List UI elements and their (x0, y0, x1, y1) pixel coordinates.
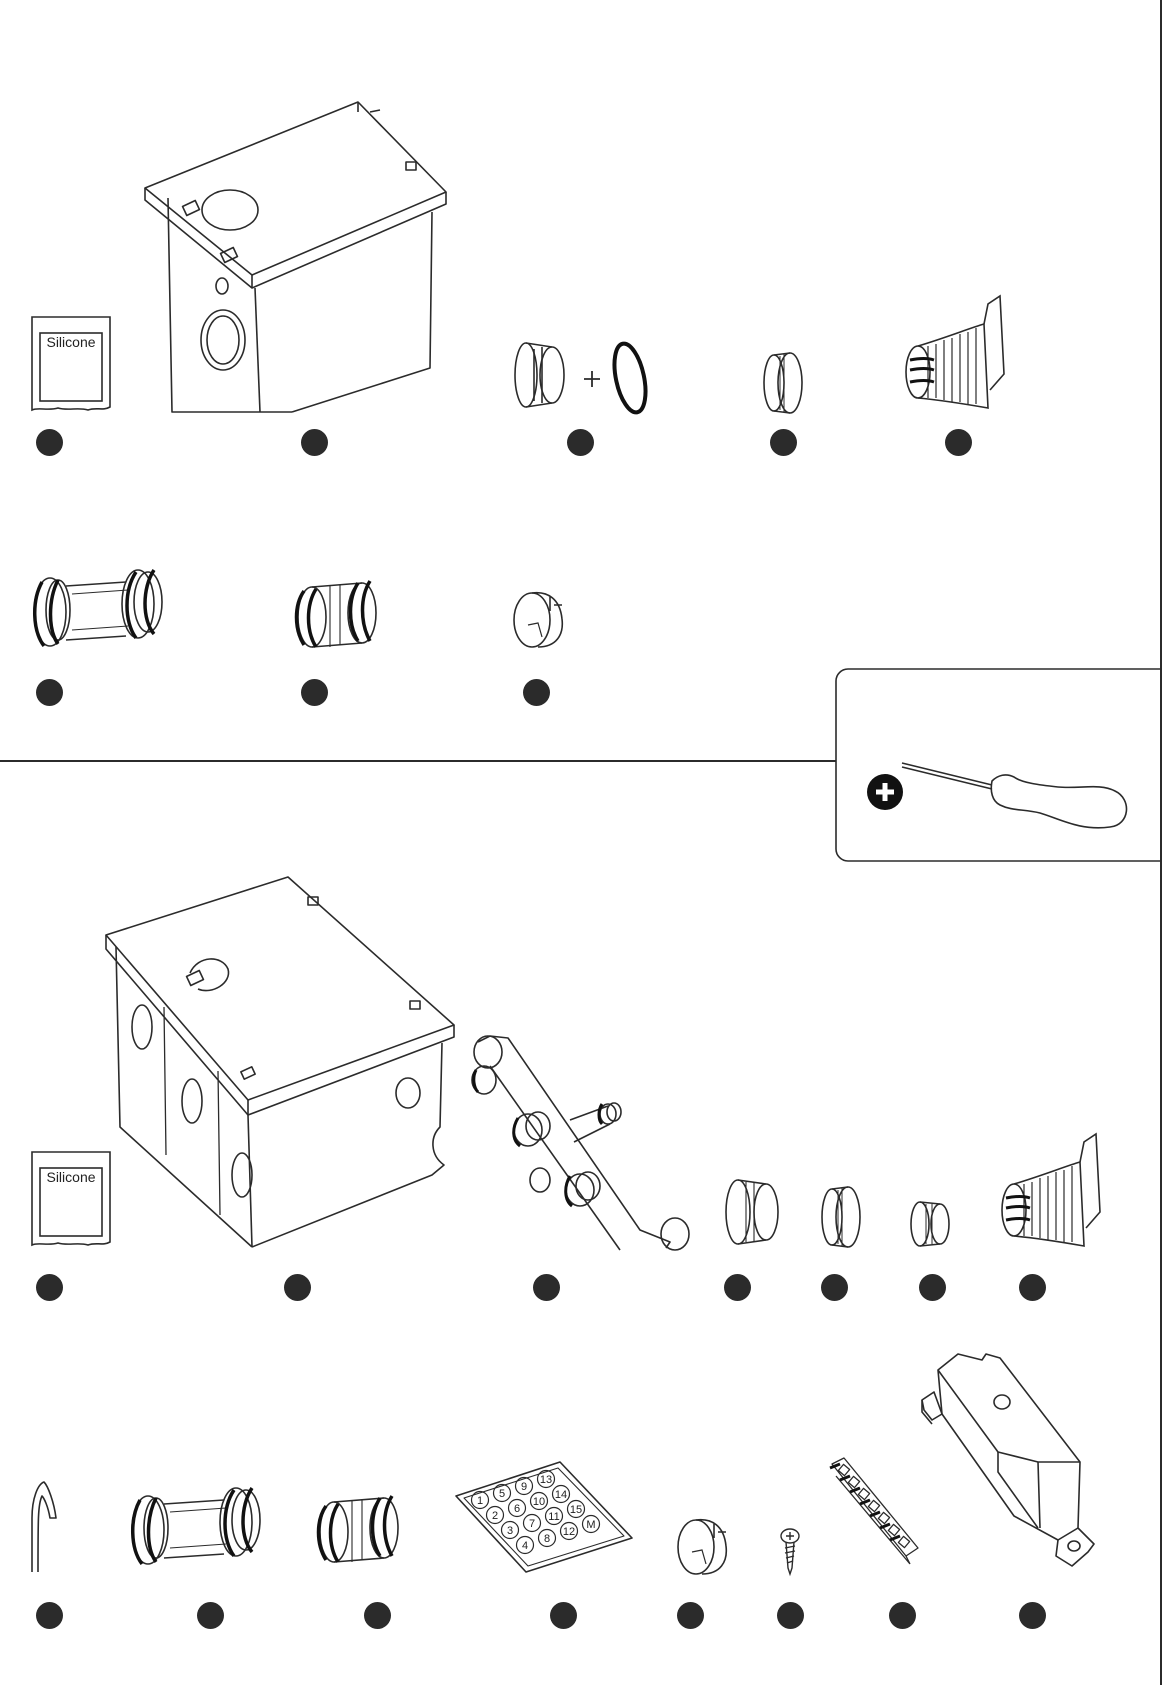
u-clip (26, 1478, 60, 1576)
phillips-plus-icon (866, 773, 904, 811)
silicone-label-1: Silicone (46, 334, 95, 350)
silicone-sachet-1: Silicone (28, 315, 114, 415)
single-coupler-1 (290, 575, 390, 655)
callout-dot (197, 1602, 224, 1629)
small-junction-box (140, 100, 460, 420)
connector-number: 1 (477, 1495, 483, 1507)
small-cap (908, 1196, 954, 1252)
screw (778, 1526, 802, 1576)
callout-dot (777, 1602, 804, 1629)
callout-dot (724, 1274, 751, 1301)
callout-dot (889, 1602, 916, 1629)
connector-number: 4 (522, 1540, 528, 1552)
callout-dot (919, 1274, 946, 1301)
callout-dot (945, 429, 972, 456)
mounting-bracket (918, 1352, 1098, 1577)
terminal-block-strip (826, 1456, 922, 1576)
large-junction-box (102, 875, 462, 1250)
callout-dot (36, 429, 63, 456)
callout-dot (567, 429, 594, 456)
gland-ring-2 (818, 1182, 866, 1252)
callout-dot (36, 1602, 63, 1629)
callout-dot (523, 679, 550, 706)
blanking-grommet-1 (508, 585, 578, 655)
blanking-grommet-2 (672, 1512, 742, 1582)
manifold-pipe (470, 1030, 700, 1255)
connector-number: 9 (521, 1481, 527, 1493)
callout-dot (770, 429, 797, 456)
callout-dot (301, 429, 328, 456)
callout-dot (364, 1602, 391, 1629)
callout-dot (550, 1602, 577, 1629)
connector-number: 5 (499, 1488, 505, 1500)
connector-number: 13 (540, 1474, 552, 1486)
connector-number: 15 (570, 1504, 582, 1516)
callout-dot (677, 1602, 704, 1629)
connector-number: 11 (548, 1511, 559, 1523)
silicone-label-2: Silicone (46, 1169, 95, 1185)
connector-number: 12 (563, 1526, 575, 1538)
double-coupler-1 (28, 560, 173, 655)
small-gland-ring (760, 348, 810, 418)
callout-dot (1019, 1602, 1046, 1629)
connector-number: 8 (544, 1533, 550, 1545)
double-coupler-2 (126, 1478, 271, 1573)
connector-number: 14 (555, 1489, 567, 1501)
callout-dot (36, 679, 63, 706)
callout-dot (533, 1274, 560, 1301)
threaded-gland-with-tab-2 (996, 1128, 1116, 1253)
screwdriver-icon (900, 755, 1140, 830)
callout-dot (36, 1274, 63, 1301)
connector-number: 10 (533, 1496, 545, 1508)
callout-dot (301, 679, 328, 706)
large-cap (722, 1170, 782, 1250)
callout-dot (821, 1274, 848, 1301)
connector-number: M (586, 1519, 595, 1531)
callout-dot (1019, 1274, 1046, 1301)
single-coupler-2 (312, 1490, 412, 1570)
connector-number: 3 (507, 1525, 513, 1537)
cap-with-oring (512, 335, 652, 415)
threaded-gland-with-tab (900, 290, 1020, 415)
connector-number: 2 (492, 1510, 498, 1522)
callout-dot (284, 1274, 311, 1301)
section-divider (0, 760, 836, 762)
connector-number: 6 (514, 1503, 520, 1515)
connector-number: 7 (529, 1518, 535, 1530)
